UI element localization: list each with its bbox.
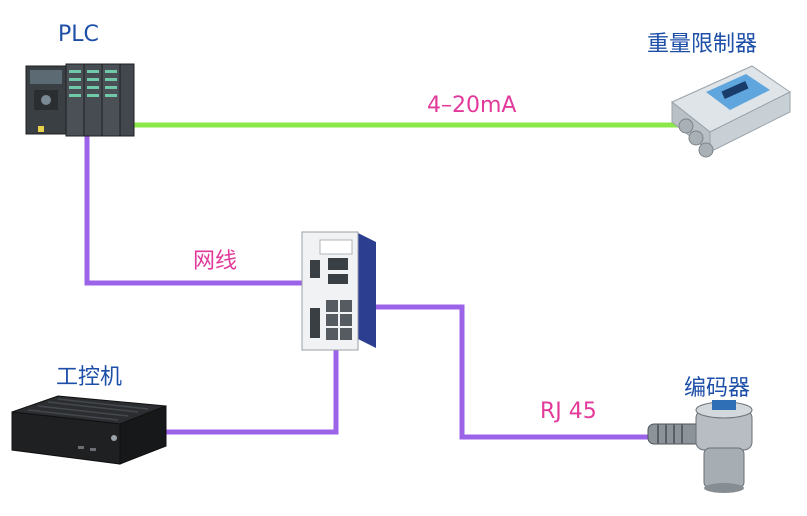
network-label: 网线 [193,249,238,274]
network-wire-ipc [162,350,339,435]
industrial-pc-label: 工控机 [56,365,123,390]
industrial-pc-icon [11,395,167,465]
encoder-label: 编码器 [684,376,751,401]
encoder-icon [647,400,753,493]
network-wire-plc [84,135,303,286]
network-switch-icon [301,231,376,351]
rj45-label: RJ 45 [540,399,597,424]
weight-limiter-icon [671,65,791,158]
weight-limiter-label: 重量限制器 [647,32,758,57]
analog-label: 4–20mA [427,93,517,118]
plc-icon [25,63,135,137]
rj45-wire [372,304,652,440]
plc-label: PLC [58,22,99,47]
